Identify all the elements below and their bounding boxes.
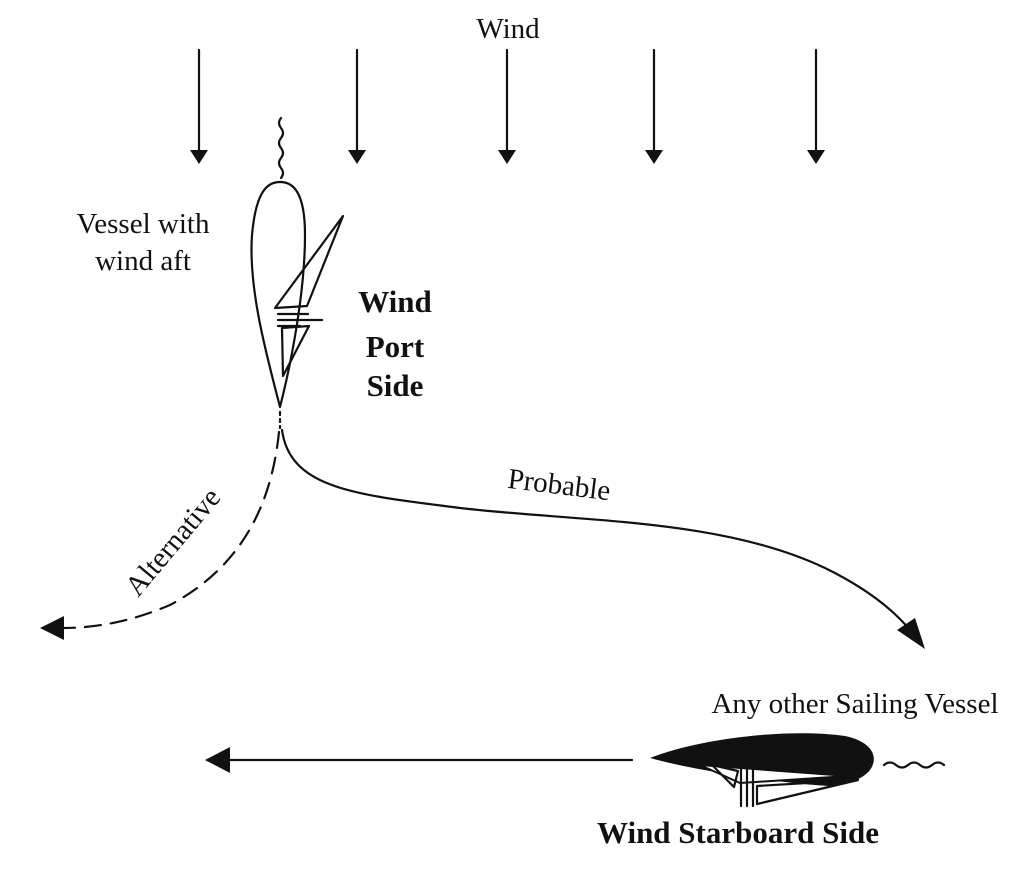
wind-port-side-label-line3: Side	[367, 368, 424, 403]
wind-arrows	[190, 48, 825, 164]
upper-vessel-mainsail	[273, 214, 345, 310]
other-sailing-vessel	[205, 733, 946, 808]
probable-label: Probable	[506, 463, 612, 507]
wind-arrow	[190, 48, 208, 164]
alternative-label: Alternative	[119, 482, 227, 603]
vessel-wind-aft	[250, 180, 345, 409]
probable-course	[280, 428, 925, 649]
lower-vessel-wake	[882, 761, 946, 769]
wind-arrow	[807, 48, 825, 164]
wind-port-side-label-line1: Wind	[358, 284, 432, 319]
upper-vessel-hull	[250, 180, 307, 409]
any-other-vessel-label: Any other Sailing Vessel	[711, 688, 998, 720]
upper-vessel-wake	[277, 116, 285, 180]
wind-port-side-label-line2: Port	[366, 329, 425, 364]
lower-vessel-sail	[755, 778, 860, 806]
vessel-wind-aft-label-line1: Vessel with	[77, 208, 210, 240]
vessel-wind-aft-label-line2: wind aft	[95, 245, 191, 277]
wind-starboard-side-label: Wind Starboard Side	[597, 815, 879, 850]
lower-vessel-jib	[710, 763, 740, 789]
wind-arrow	[348, 48, 366, 164]
wind-label: Wind	[476, 13, 540, 45]
alternative-course	[40, 430, 281, 640]
wind-arrow	[498, 48, 516, 164]
wind-arrow	[645, 48, 663, 164]
